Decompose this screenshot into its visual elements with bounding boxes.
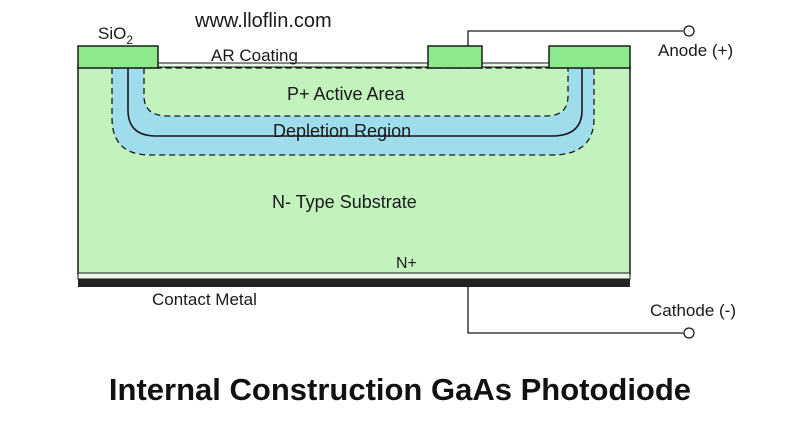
anode-label: Anode (+) (658, 41, 733, 60)
diagram-title: Internal Construction GaAs Photodiode (109, 372, 691, 407)
n-substrate-label: N- Type Substrate (272, 192, 417, 212)
anode-terminal (683, 25, 695, 37)
anode-wire (467, 30, 683, 46)
cathode-label: Cathode (-) (650, 301, 736, 320)
sio2-label: SiO2 (98, 24, 133, 47)
sio2-block-right (548, 45, 631, 69)
n-plus-layer (77, 272, 631, 280)
depletion-region-label: Depletion Region (273, 121, 411, 141)
sio2-block-left (77, 45, 159, 69)
p-active-region (143, 67, 569, 117)
ar-coating-label: AR Coating (211, 46, 298, 65)
contact-metal-label: Contact Metal (152, 290, 257, 309)
contact-metal-layer (78, 279, 630, 287)
n-plus-label: N+ (396, 255, 417, 272)
p-active-area-label: P+ Active Area (287, 84, 406, 104)
cathode-terminal (683, 327, 695, 339)
pn-junction-line (127, 68, 583, 137)
watermark-text: www.lloflin.com (194, 10, 332, 32)
anode-contact-pad (427, 45, 483, 69)
cathode-wire (467, 287, 683, 334)
